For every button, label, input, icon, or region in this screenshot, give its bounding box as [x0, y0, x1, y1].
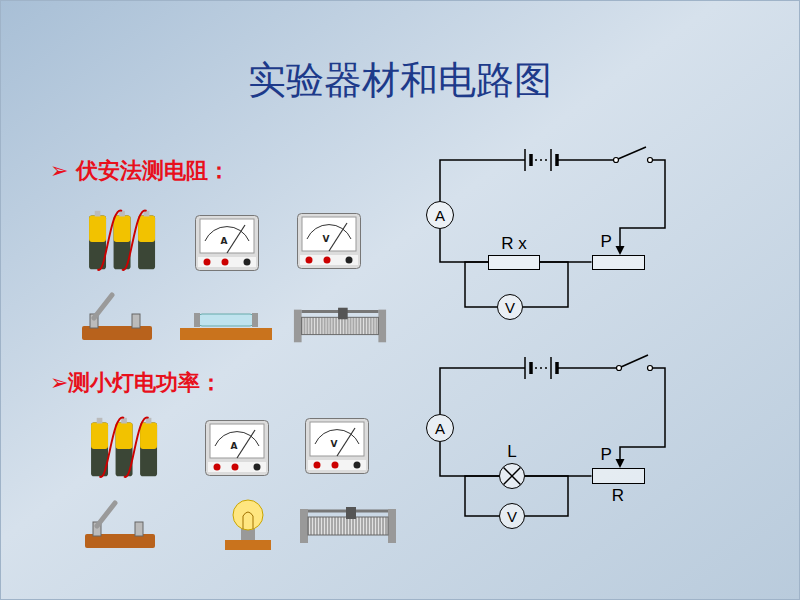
section-heading: ➢测小灯电功率： — [50, 371, 222, 395]
rheostat-symbol: PR — [592, 468, 645, 484]
ammeter-picture — [196, 216, 259, 271]
component-label: P — [601, 446, 612, 463]
voltmeter-symbol: V — [497, 294, 523, 320]
circuit-wire — [440, 442, 499, 476]
wire — [440, 368, 525, 414]
lamp-cross — [500, 464, 524, 488]
meter-letter: V — [505, 300, 515, 315]
wire — [557, 159, 613, 161]
battery-gap — [535, 367, 548, 369]
resistor-picture — [180, 313, 272, 340]
component-label: L — [507, 443, 516, 460]
wire — [440, 160, 525, 201]
wire — [620, 160, 665, 247]
section-heading: ➢ 伏安法测电阻： — [50, 159, 230, 183]
meter-face-letter: V — [331, 440, 338, 450]
lamp-symbol: L — [499, 463, 525, 489]
rheostat-symbol: P — [592, 255, 645, 270]
switch-blade — [621, 355, 648, 367]
battery-plate — [524, 149, 526, 171]
bulb-picture — [225, 500, 271, 550]
switch-picture — [85, 503, 155, 548]
ammeter-symbol: A — [426, 414, 454, 442]
component-label: P — [601, 233, 612, 250]
meter-letter: A — [435, 421, 445, 436]
meter-letter: A — [435, 208, 445, 223]
battery-plate — [529, 362, 533, 374]
switch-pivot — [617, 366, 622, 371]
meter-face-letter: V — [323, 235, 330, 245]
battery-pack-picture — [89, 210, 155, 270]
switch-picture — [82, 295, 152, 340]
component-label: R — [612, 487, 624, 504]
lamp-cross-line — [504, 468, 521, 485]
battery-plate — [524, 357, 526, 379]
switch-pivot — [614, 158, 619, 163]
meter-face-letter: A — [231, 442, 238, 452]
circuit-wire — [525, 476, 568, 516]
switch-blade — [618, 147, 646, 159]
circuit-wiring — [440, 355, 665, 459]
circuit-wiring — [440, 147, 665, 247]
component-label: R x — [501, 235, 527, 252]
voltmeter-picture — [306, 419, 369, 474]
switch-contact — [648, 366, 653, 371]
circuit-wire — [525, 475, 592, 477]
lamp-cross-line — [504, 468, 521, 485]
battery-plate — [550, 149, 552, 171]
circuit-wire — [440, 229, 488, 262]
meter-letter: V — [507, 509, 517, 524]
circuit-wire — [465, 476, 499, 516]
battery-pack-picture — [91, 417, 157, 477]
wire — [620, 368, 665, 459]
ammeter-symbol: A — [426, 201, 454, 229]
slider-arrow — [616, 459, 625, 468]
resistor-symbol: R x — [488, 255, 540, 270]
switch-contact — [648, 158, 653, 163]
wire — [557, 367, 616, 369]
voltmeter-picture — [298, 214, 361, 269]
meter-face-letter: A — [221, 237, 228, 247]
ammeter-picture — [206, 421, 269, 476]
slide-title: 实验器材和电路图 — [0, 60, 800, 102]
circuit-wire — [540, 261, 592, 263]
battery-gap — [535, 159, 548, 161]
rheostat-picture — [294, 308, 386, 343]
battery-plate — [529, 154, 533, 166]
battery-plate — [550, 357, 552, 379]
voltmeter-symbol: V — [499, 503, 525, 529]
rheostat-picture — [300, 507, 396, 543]
